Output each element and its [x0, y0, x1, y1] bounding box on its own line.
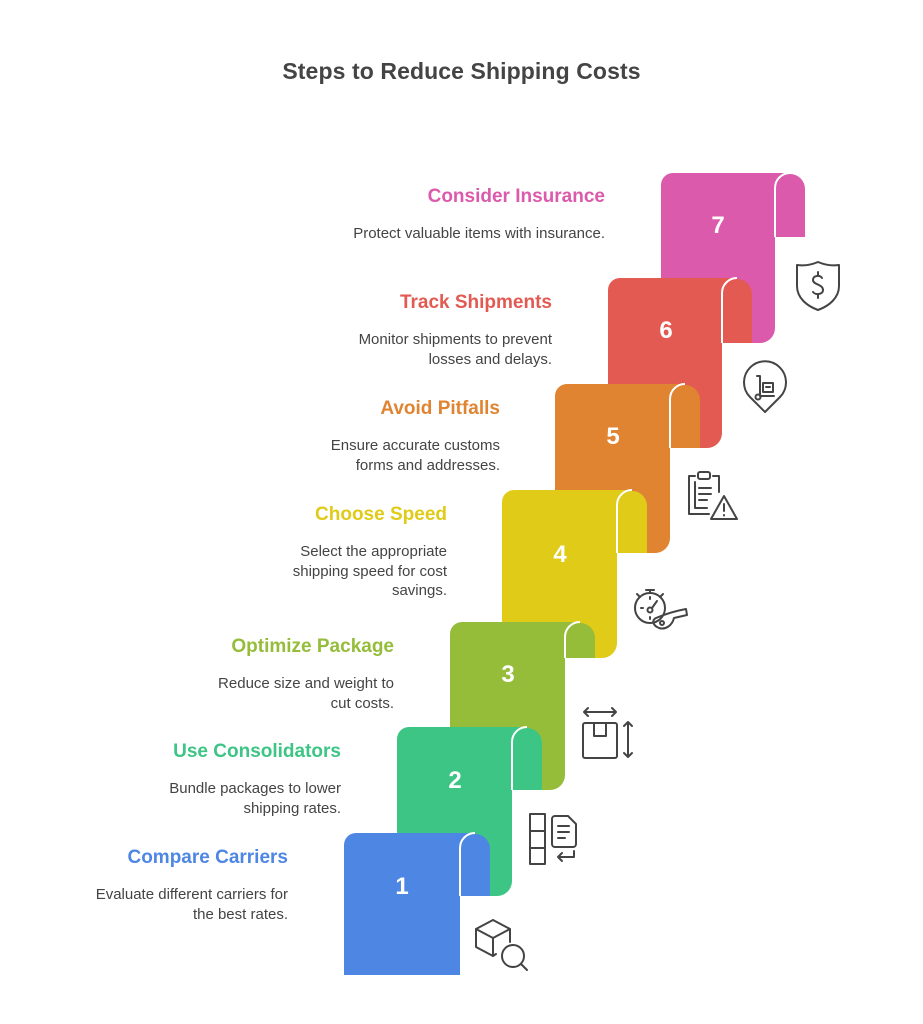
step-title-7: Consider Insurance	[427, 186, 605, 207]
step-number-6: 6	[659, 317, 672, 344]
step-number-1: 1	[395, 873, 408, 900]
step-text-6: Track Shipments Monitor shipments to pre…	[312, 291, 552, 369]
step-title-6: Track Shipments	[399, 292, 552, 313]
step-title-2: Use Consolidators	[173, 741, 341, 762]
step-number-3: 3	[501, 661, 514, 688]
step-desc-1: Evaluate different carriers for the best…	[95, 886, 288, 923]
clipboard-warning-icon	[688, 471, 738, 520]
step-desc-6: Monitor shipments to prevent losses and …	[358, 331, 552, 368]
step-number-7: 7	[711, 212, 724, 239]
step-desc-7: Protect valuable items with insurance.	[353, 225, 605, 242]
location-dolly-icon	[743, 360, 787, 413]
step-card-1: 1	[344, 832, 490, 975]
step-text-2: Use Consolidators Bundle packages to low…	[141, 740, 341, 818]
step-title-5: Avoid Pitfalls	[380, 398, 500, 419]
step-title-1: Compare Carriers	[127, 847, 288, 868]
step-title-4: Choose Speed	[315, 504, 447, 525]
stopwatch-whistle-icon	[634, 589, 688, 630]
step-text-4: Choose Speed Select the appropriate ship…	[262, 503, 447, 601]
step-text-1: Compare Carriers Evaluate different carr…	[78, 846, 288, 924]
package-dimensions-icon	[582, 707, 633, 759]
step-text-5: Avoid Pitfalls Ensure accurate customs f…	[300, 397, 500, 475]
step-desc-4: Select the appropriate shipping speed fo…	[292, 543, 447, 599]
shield-dollar-icon	[796, 261, 840, 311]
step-card-4: 4	[502, 489, 647, 658]
step-desc-2: Bundle packages to lower shipping rates.	[169, 780, 341, 817]
box-search-icon	[475, 919, 528, 971]
step-number-2: 2	[448, 767, 461, 794]
step-number-4: 4	[553, 541, 567, 568]
step-number-5: 5	[606, 423, 619, 450]
step-text-7: Consider Insurance Protect valuable item…	[345, 185, 605, 244]
step-desc-3: Reduce size and weight to cut costs.	[218, 675, 394, 712]
step-title-3: Optimize Package	[231, 636, 394, 657]
step-text-3: Optimize Package Reduce size and weight …	[194, 635, 394, 713]
page-title: Steps to Reduce Shipping Costs	[282, 58, 641, 84]
stack-document-icon	[529, 813, 577, 865]
step-desc-5: Ensure accurate customs forms and addres…	[330, 437, 500, 474]
